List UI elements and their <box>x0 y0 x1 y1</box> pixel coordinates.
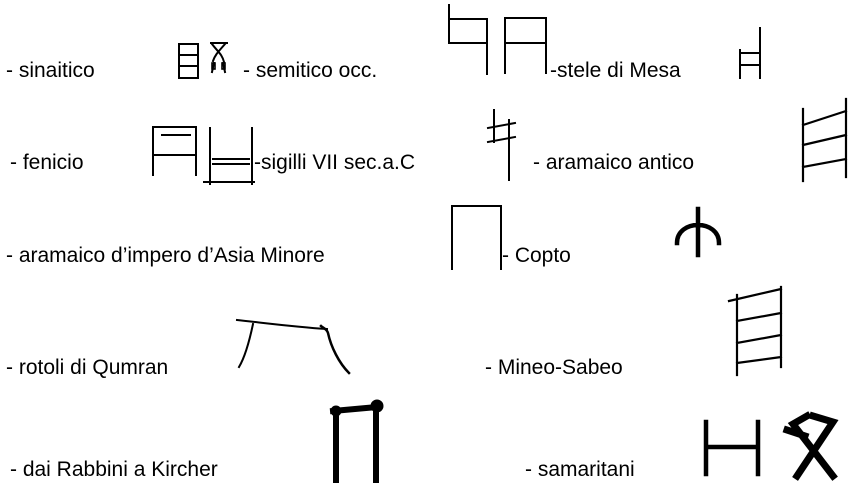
aramaico-antico-ladder-glyph-icon <box>801 97 848 183</box>
rabbini-heth-glyph-icon <box>329 399 384 483</box>
samaritani-cross-glyph-icon <box>782 411 839 481</box>
label-rotoli-qumran: - rotoli di Qumran <box>6 356 169 379</box>
label-sinaitico: - sinaitico <box>6 59 95 82</box>
label-sigilli: -sigilli VII sec.a.C <box>254 151 416 174</box>
label-samaritani: - samaritani <box>525 458 635 481</box>
semitico-occ-heth-glyph-2-icon <box>504 17 547 74</box>
stele-mesa-heth-glyph-icon <box>739 27 761 79</box>
label-fenicio: - fenicio <box>10 151 84 174</box>
semitico-occ-heth-glyph-icon <box>448 4 488 75</box>
sinaitico-twisted-glyph-icon <box>210 42 228 74</box>
aramaico-impero-heth-glyph-icon <box>451 205 502 270</box>
aramaico-antico-heth-glyph-icon <box>486 109 517 181</box>
label-aramaico-impero: - aramaico d’impero d’Asia Minore <box>6 244 325 267</box>
copto-glyph-icon <box>674 206 722 258</box>
fenicio-heth-glyph-icon <box>152 126 197 176</box>
label-mineo-sabeo: - Mineo-Sabeo <box>485 356 623 379</box>
sigilli-heth-glyph-icon <box>203 127 255 185</box>
label-rabbini-kircher: - dai Rabbini a Kircher <box>10 458 218 481</box>
label-copto: - Copto <box>502 244 571 267</box>
label-stele-mesa: -stele di Mesa <box>550 59 681 82</box>
sinaitico-heth-glyph-icon <box>178 43 199 79</box>
mineo-sabeo-ladder-glyph-icon <box>727 285 783 377</box>
label-semitico-occ: - semitico occ. <box>243 59 378 82</box>
label-aramaico-antico: - aramaico antico <box>533 151 695 174</box>
samaritani-box-glyph-icon <box>703 419 761 477</box>
qumran-heth-glyph-icon <box>235 318 351 375</box>
